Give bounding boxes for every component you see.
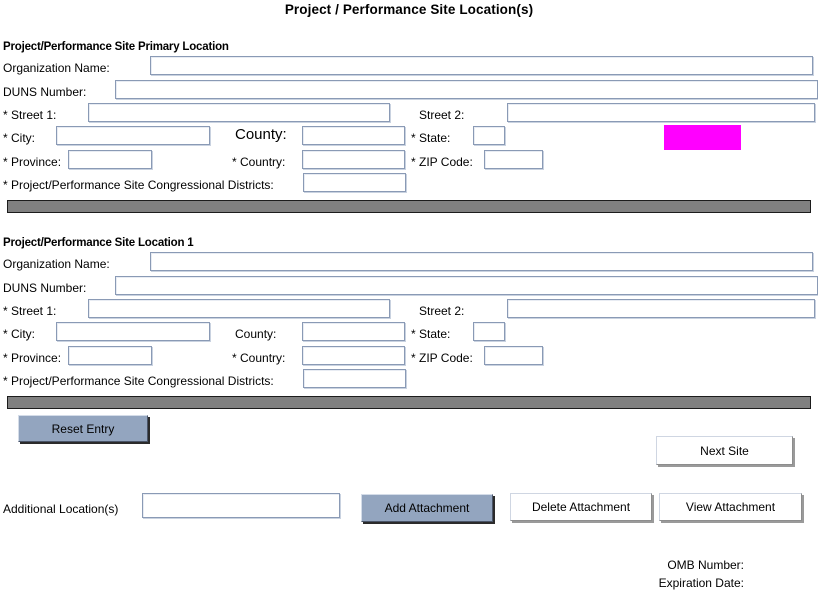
input-county-location1[interactable] [302, 322, 405, 341]
input-duns-number-primary[interactable] [115, 80, 818, 99]
input-zip-code-primary[interactable] [484, 150, 543, 169]
input-city-primary[interactable] [56, 126, 210, 145]
label-city-primary: * City: [3, 131, 36, 145]
input-county-primary[interactable] [302, 126, 405, 145]
section-divider-1 [7, 200, 811, 213]
label-province-primary: * Province: [3, 155, 62, 169]
label-state-location1: * State: [411, 327, 451, 341]
input-organization-name-primary[interactable] [150, 56, 813, 75]
input-province-primary[interactable] [68, 150, 152, 169]
input-congressional-districts-location1[interactable] [303, 369, 406, 388]
label-congressional-districts-location1: * Project/Performance Site Congressional… [3, 374, 274, 388]
label-zip-code-location1: * ZIP Code: [411, 351, 473, 365]
input-country-location1[interactable] [302, 346, 405, 365]
section-heading-location-1: Project/Performance Site Location 1 [3, 237, 194, 249]
label-duns-number-primary: DUNS Number: [3, 85, 87, 99]
label-city-location1: * City: [3, 327, 36, 341]
label-state-primary: * State: [411, 131, 451, 145]
section-divider-2 [7, 396, 811, 409]
omb-number-label: OMB Number: [667, 558, 744, 572]
input-street2-primary[interactable] [507, 103, 815, 122]
label-street1-location1: * Street 1: [3, 304, 57, 318]
label-organization-name-primary: Organization Name: [3, 61, 110, 75]
label-zip-code-primary: * ZIP Code: [411, 155, 473, 169]
label-duns-number-location1: DUNS Number: [3, 281, 87, 295]
input-street1-primary[interactable] [88, 103, 390, 122]
highlight-box-primary [664, 125, 741, 150]
page-title: Project / Performance Site Location(s) [284, 2, 534, 17]
section-heading-primary-location: Project/Performance Site Primary Locatio… [3, 41, 229, 53]
reset-entry-button[interactable]: Reset Entry [18, 415, 148, 442]
label-street1-primary: * Street 1: [3, 108, 57, 122]
input-street1-location1[interactable] [88, 299, 390, 318]
input-zip-code-location1[interactable] [484, 346, 543, 365]
input-city-location1[interactable] [56, 322, 210, 341]
label-county-location1: County: [235, 327, 277, 341]
view-attachment-button[interactable]: View Attachment [659, 493, 802, 521]
next-site-button[interactable]: Next Site [656, 436, 793, 465]
input-state-primary[interactable] [473, 126, 505, 145]
input-state-location1[interactable] [473, 322, 505, 341]
add-attachment-button[interactable]: Add Attachment [361, 494, 493, 522]
label-congressional-districts-primary: * Project/Performance Site Congressional… [3, 178, 274, 192]
label-additional-locations: Additional Location(s) [3, 502, 119, 516]
input-organization-name-location1[interactable] [150, 252, 813, 271]
expiration-date-label: Expiration Date: [658, 576, 744, 590]
input-congressional-districts-primary[interactable] [303, 173, 406, 192]
input-street2-location1[interactable] [507, 299, 815, 318]
label-province-location1: * Province: [3, 351, 62, 365]
input-country-primary[interactable] [302, 150, 405, 169]
input-province-location1[interactable] [68, 346, 152, 365]
label-street2-primary: Street 2: [419, 108, 465, 122]
input-duns-number-location1[interactable] [115, 276, 818, 295]
label-street2-location1: Street 2: [419, 304, 465, 318]
label-country-location1: * Country: [232, 351, 286, 365]
label-county-primary: County: [235, 126, 287, 143]
label-organization-name-location1: Organization Name: [3, 257, 110, 271]
input-additional-locations[interactable] [142, 493, 340, 518]
label-country-primary: * Country: [232, 155, 286, 169]
delete-attachment-button[interactable]: Delete Attachment [510, 493, 652, 521]
